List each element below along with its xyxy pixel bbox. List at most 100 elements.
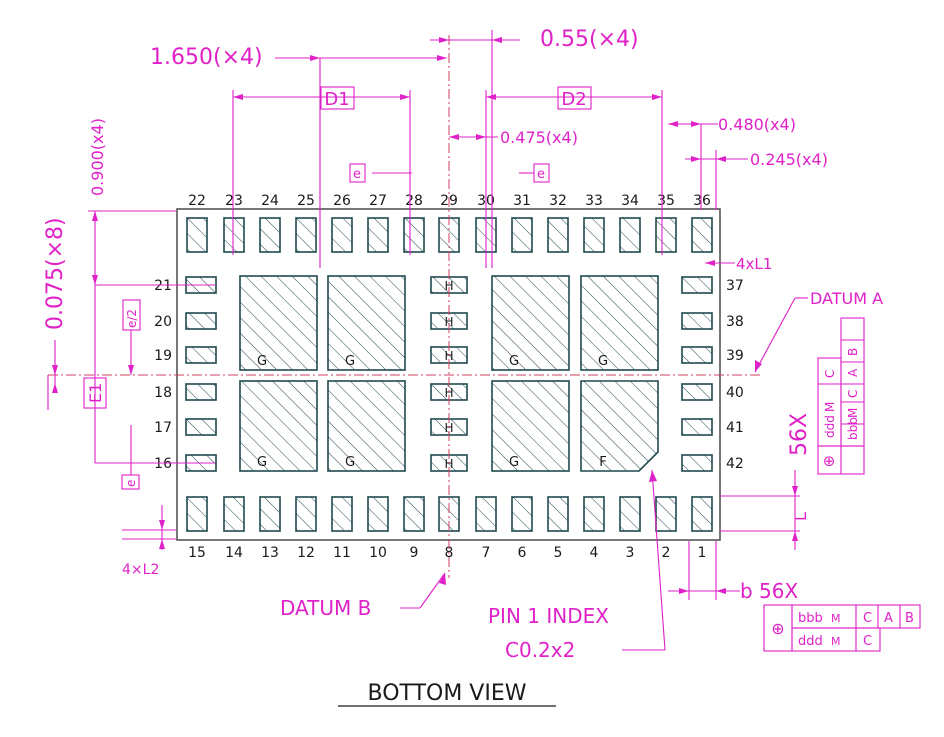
fcf-h-ddd: ddd — [798, 634, 823, 649]
pad-g-label: G — [257, 354, 267, 369]
pad-right — [681, 276, 713, 294]
pad-top — [691, 217, 713, 253]
pin-number-top: 35 — [657, 193, 675, 209]
pad-g-label: G — [257, 455, 267, 470]
pin-number-right: 41 — [726, 420, 744, 436]
pad-g — [327, 275, 406, 371]
pin-number-left: 19 — [154, 348, 172, 364]
pad-h-label: H — [444, 279, 453, 293]
pad-top — [259, 217, 281, 253]
pin1-index-line2: C0.2x2 — [505, 638, 575, 662]
dim-e-half: e/2 — [125, 309, 139, 328]
pad-bottom — [547, 496, 569, 532]
pad-bottom — [186, 496, 208, 532]
pad-g-label: G — [345, 354, 355, 369]
e1-box — [83, 377, 107, 409]
pin-number-top: 27 — [369, 193, 387, 209]
fcf-h-bbb-m: M — [831, 612, 841, 625]
datum-b-label: DATUM B — [280, 596, 371, 620]
pad-g — [239, 380, 318, 472]
fcf-v-position-icon: ⊕ — [823, 452, 836, 470]
pad-top — [295, 217, 317, 253]
pad-left — [185, 312, 217, 330]
pin-number-top: 25 — [297, 193, 315, 209]
fcf-h-ddd-m: M — [831, 635, 841, 648]
fcf-v-a: A — [846, 368, 860, 377]
pin-number-bottom: 11 — [333, 545, 351, 561]
dim-b-56x: b 56X — [740, 579, 799, 603]
pin-number-bottom: 15 — [188, 545, 206, 561]
fcf-v-ddd: ddd — [823, 415, 837, 438]
pad-right — [681, 418, 713, 436]
fcf-h-ddd-c: C — [863, 634, 872, 649]
dim-pitch-0475: 0.475(x4) — [500, 128, 578, 147]
fcf-vertical — [817, 317, 865, 475]
pad-bottom — [403, 496, 425, 532]
pad-top — [403, 217, 425, 253]
pad-h-label: H — [444, 386, 453, 400]
pin-number-top: 22 — [188, 193, 206, 209]
pin-number-left: 21 — [154, 278, 172, 294]
pin-number-bottom: 7 — [482, 545, 491, 561]
pin1-index-line1: PIN 1 INDEX — [488, 604, 609, 628]
dim-pitch-0245: 0.245(x4) — [750, 150, 828, 169]
pin-number-left: 20 — [154, 314, 172, 330]
datum-a-label: DATUM A — [810, 289, 883, 308]
pad-top — [331, 217, 353, 253]
dim-l: L — [791, 512, 810, 521]
fcf-horizontal — [763, 604, 921, 652]
dim-l2: 4×L2 — [122, 562, 159, 578]
pin-number-bottom: 2 — [662, 545, 671, 561]
pad-g — [491, 380, 570, 472]
pad-left — [185, 346, 217, 364]
pad-top — [547, 217, 569, 253]
fcf-v-ddd-c: C — [823, 370, 837, 378]
fcf-v-bbb-m: M — [846, 408, 860, 418]
pin-number-top: 36 — [693, 193, 711, 209]
pad-left — [185, 418, 217, 436]
pin-number-left: 18 — [154, 385, 172, 401]
fcf-h-c: C — [863, 611, 872, 626]
dim-e-top-left: e — [353, 167, 361, 182]
pad-bottom — [331, 496, 353, 532]
pad-top — [583, 217, 605, 253]
dim-vert-0075: 0.075(×8) — [43, 217, 68, 330]
pin-number-top: 23 — [225, 193, 243, 209]
fcf-v-c: C — [846, 390, 860, 398]
arrowheads — [52, 37, 798, 594]
e-box-left — [121, 474, 140, 490]
pad-top — [619, 217, 641, 253]
dim-e-top-right: e — [537, 167, 545, 182]
pin-number-top: 33 — [585, 193, 603, 209]
view-title: BOTTOM VIEW — [368, 681, 527, 706]
pad-bottom — [367, 496, 389, 532]
pad-bottom — [259, 496, 281, 532]
pad-bottom — [511, 496, 533, 532]
pin-number-bottom: 9 — [410, 545, 419, 561]
pin-number-right: 42 — [726, 456, 744, 472]
pin-number-right: 38 — [726, 314, 744, 330]
pin-number-top: 32 — [549, 193, 567, 209]
pad-right — [681, 312, 713, 330]
d1-box — [320, 86, 355, 110]
pin-number-top: 28 — [405, 193, 423, 209]
pin-number-bottom: 14 — [225, 545, 243, 561]
dim-vert-0900: 0.900(x4) — [88, 118, 107, 196]
pad-right — [681, 383, 713, 401]
pad-g — [327, 380, 406, 472]
dim-d1-label: D1 — [324, 89, 349, 110]
pin-number-bottom: 6 — [518, 545, 527, 561]
pin-number-bottom: 1 — [698, 545, 707, 561]
dim-pitch-0480: 0.480(x4) — [718, 115, 796, 134]
fcf-v-b: B — [846, 348, 860, 356]
d2-box — [557, 86, 592, 110]
pin-number-right: 40 — [726, 385, 744, 401]
pad-top — [186, 217, 208, 253]
pad-bottom — [475, 496, 497, 532]
pin-number-top: 26 — [333, 193, 351, 209]
e-box-top-right — [533, 163, 550, 183]
pad-g-label: G — [509, 354, 519, 369]
dim-pitch-055: 0.55(×4) — [540, 27, 639, 52]
pin-number-bottom: 3 — [626, 545, 635, 561]
